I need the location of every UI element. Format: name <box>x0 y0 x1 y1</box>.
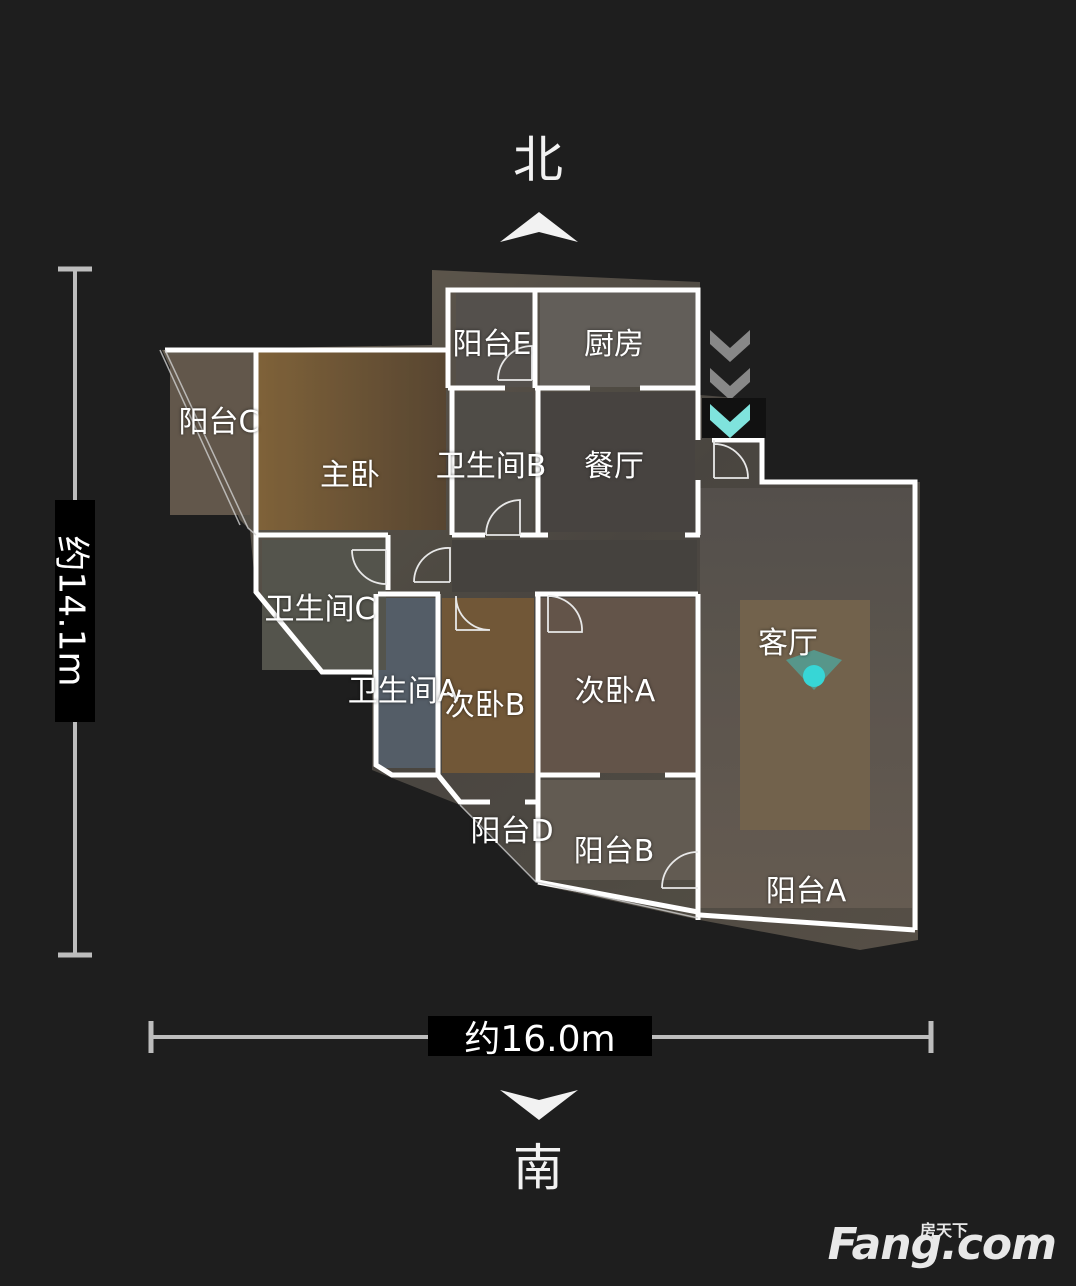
room-label-balcony-b[interactable]: 阳台B <box>573 834 655 869</box>
walls <box>165 287 918 933</box>
room-label-living-room[interactable]: 客厅 <box>758 626 818 661</box>
room-label-bathroom-c[interactable]: 卫生间C <box>264 592 376 627</box>
width-dimension: 约16.0m <box>428 1016 652 1060</box>
south-label: 南 <box>513 1139 563 1197</box>
height-dimension: 约14.1m <box>51 500 95 722</box>
outer-glass-lines <box>159 349 699 919</box>
room-label-balcony-e[interactable]: 阳台E <box>452 327 532 362</box>
room-label-bathroom-a[interactable]: 卫生间A <box>347 674 459 709</box>
room-label-kitchen[interactable]: 厨房 <box>584 327 644 362</box>
room-label-balcony-d[interactable]: 阳台D <box>470 814 554 849</box>
width-dimension-text: 约16.0m <box>464 1019 616 1060</box>
viewpoint-chevrons[interactable] <box>702 330 766 438</box>
south-arrow-icon[interactable] <box>498 1088 580 1124</box>
watermark-cn: 房天下 <box>919 1221 968 1240</box>
room-label-bedroom-b[interactable]: 次卧B <box>444 688 526 723</box>
room-label-master-bedroom[interactable]: 主卧 <box>320 458 380 493</box>
room-label-bedroom-a[interactable]: 次卧A <box>574 674 656 709</box>
room-label-bathroom-b[interactable]: 卫生间B <box>435 449 547 484</box>
room-label-balcony-a[interactable]: 阳台A <box>765 874 847 909</box>
watermark-brand: Fang.com <box>827 1219 1057 1270</box>
room-label-balcony-c[interactable]: 阳台C <box>178 405 260 440</box>
location-marker-icon[interactable] <box>786 650 842 690</box>
fang-watermark: 房天下 Fang.com <box>827 1219 1057 1270</box>
room-label-dining-room[interactable]: 餐厅 <box>584 449 644 484</box>
north-label: 北 <box>513 131 563 189</box>
north-arrow-icon[interactable] <box>498 208 580 244</box>
chevron-down-icon <box>710 330 750 362</box>
chevron-down-icon <box>710 368 750 400</box>
chevron-down-icon <box>710 404 750 438</box>
doors <box>351 345 749 889</box>
